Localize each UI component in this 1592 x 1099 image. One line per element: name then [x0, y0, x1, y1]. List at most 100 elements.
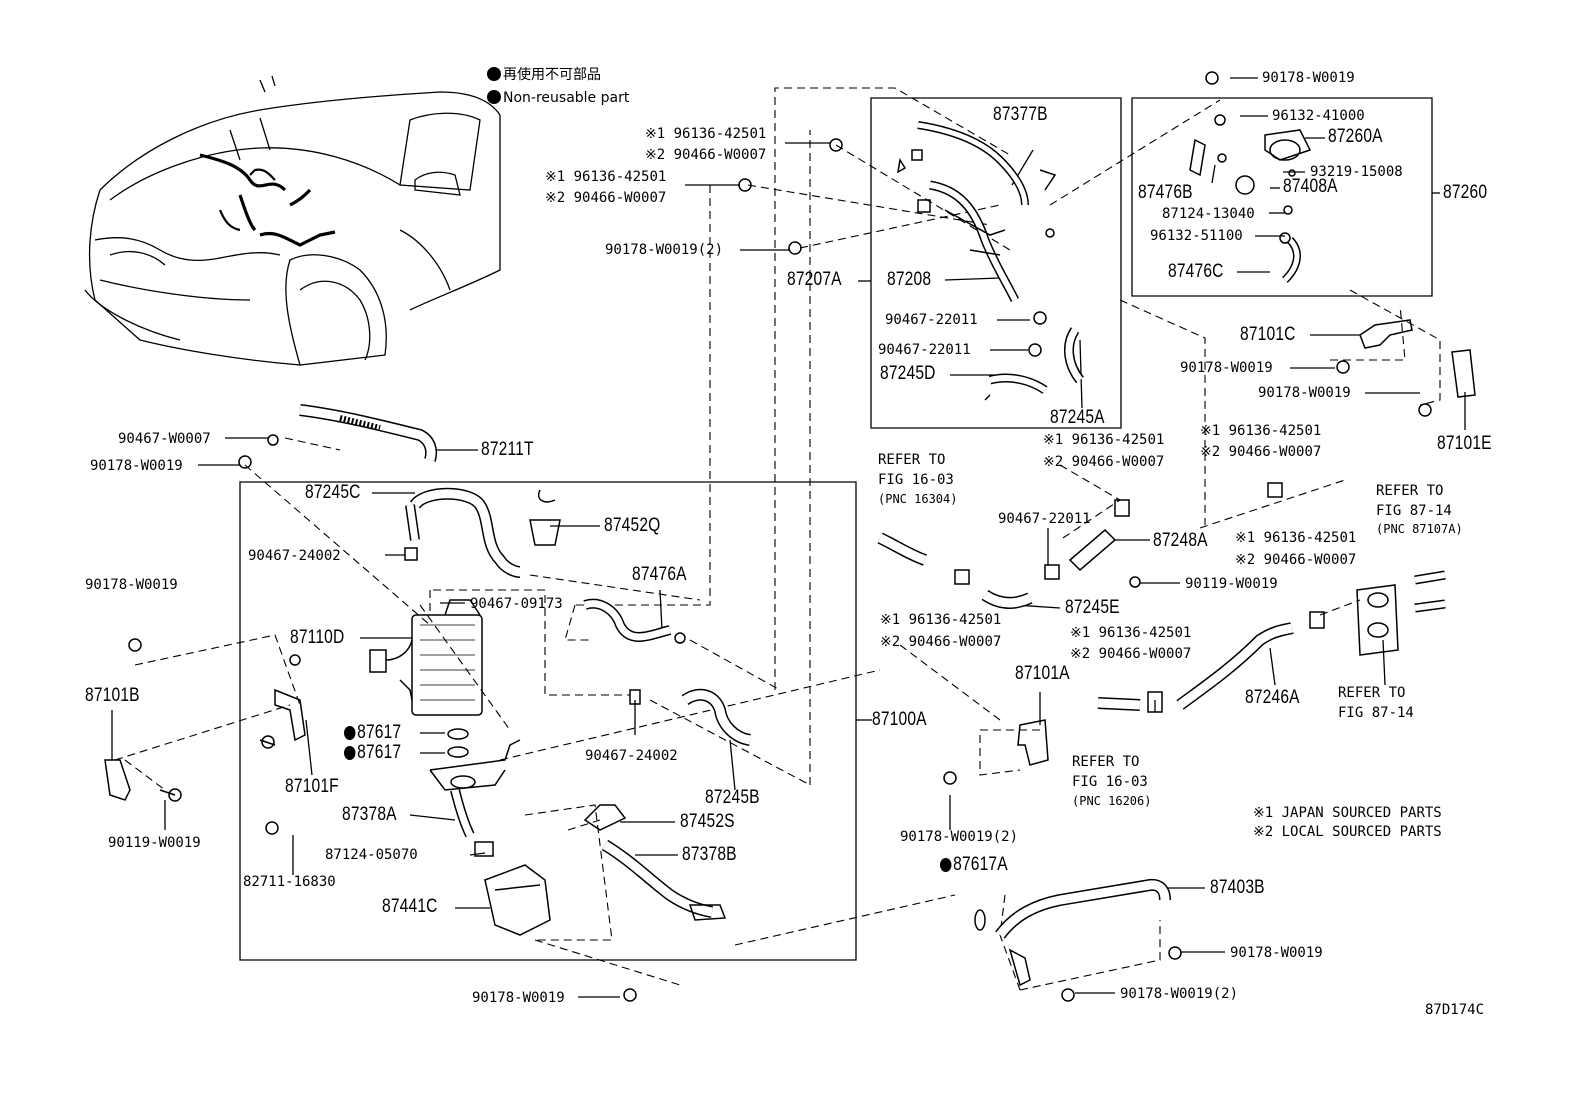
- refer-label[interactable]: FIG 16-03: [1072, 774, 1148, 790]
- part-label[interactable]: ※1 96136-42501: [645, 126, 767, 142]
- legend-en: Non-reusable part: [487, 90, 629, 105]
- part-label[interactable]: 90467-09173: [470, 596, 563, 612]
- part-label[interactable]: 87101C: [1240, 324, 1296, 345]
- part-label[interactable]: 90467-22011: [998, 511, 1091, 527]
- part-label[interactable]: 87245D: [880, 363, 936, 384]
- part-label[interactable]: 90178-W0019: [1262, 70, 1355, 86]
- note-local: ※2 LOCAL SOURCED PARTS: [1253, 824, 1442, 840]
- part-label[interactable]: 87246A: [1245, 687, 1300, 708]
- part-label[interactable]: 90467-24002: [248, 548, 341, 564]
- part-label[interactable]: ※2 90466-W0007: [1235, 552, 1357, 568]
- vehicle-illustration: [85, 76, 500, 365]
- part-label[interactable]: 90178-W0019: [90, 458, 183, 474]
- box-87260: [1132, 98, 1432, 296]
- part-label[interactable]: 90178-W0019: [1180, 360, 1273, 376]
- non-reusable-dot-icon: [487, 67, 501, 81]
- part-label[interactable]: 87101E: [1437, 433, 1492, 454]
- part-label[interactable]: 87101B: [85, 685, 140, 706]
- parts: [105, 72, 1475, 1001]
- part-label[interactable]: 87110D: [290, 627, 345, 648]
- non-reusable-dot-icon: [940, 858, 952, 872]
- part-label[interactable]: 87101A: [1015, 663, 1070, 684]
- part-label[interactable]: 87476A: [632, 564, 687, 585]
- refer-label[interactable]: REFER TO: [1338, 685, 1406, 701]
- part-label[interactable]: 87101F: [285, 776, 339, 797]
- part-label[interactable]: 87378A: [342, 804, 397, 825]
- legend-jp: 再使用不可部品: [487, 67, 601, 82]
- part-label[interactable]: 90178-W0019(2): [1120, 986, 1239, 1002]
- part-label[interactable]: 96132-51100: [1150, 228, 1243, 244]
- part-label-non-reusable[interactable]: 87617A: [940, 855, 1008, 874]
- part-label[interactable]: 87476C: [1168, 261, 1224, 282]
- part-label[interactable]: 90467-22011: [885, 312, 978, 328]
- part-label[interactable]: 87408A: [1283, 176, 1338, 197]
- figure-id: 87D174C: [1425, 1002, 1485, 1018]
- part-label[interactable]: 90119-W0019: [1185, 576, 1278, 592]
- refer-label[interactable]: REFER TO: [878, 452, 946, 468]
- part-label[interactable]: 82711-16830: [243, 874, 336, 890]
- part-label[interactable]: ※2 90466-W0007: [645, 147, 767, 163]
- part-label[interactable]: 87260A: [1328, 126, 1383, 147]
- part-label[interactable]: 87403B: [1210, 877, 1265, 898]
- part-label-non-reusable[interactable]: 87617: [344, 723, 401, 742]
- refer-label[interactable]: REFER TO: [1376, 483, 1444, 499]
- part-label[interactable]: ※2 90466-W0007: [1043, 454, 1165, 470]
- refer-label[interactable]: REFER TO: [1072, 754, 1140, 770]
- part-label[interactable]: ※1 96136-42501: [545, 169, 667, 185]
- part-label[interactable]: 87377B: [993, 104, 1048, 125]
- part-label[interactable]: 90119-W0019: [108, 835, 201, 851]
- part-label[interactable]: 90467-22011: [878, 342, 971, 358]
- refer-label[interactable]: (PNC 16304): [878, 492, 958, 506]
- refer-label[interactable]: FIG 87-14: [1338, 705, 1414, 721]
- non-reusable-dot-icon: [344, 746, 356, 760]
- part-label[interactable]: 87441C: [382, 896, 438, 917]
- part-label[interactable]: 87476B: [1138, 182, 1193, 203]
- part-label[interactable]: 96132-41000: [1272, 108, 1365, 124]
- part-label[interactable]: 90467-W0007: [118, 431, 211, 447]
- part-label[interactable]: ※1 96136-42501: [1235, 530, 1357, 546]
- refer-label[interactable]: (PNC 87107A): [1376, 522, 1463, 536]
- leader-lines: [112, 78, 1465, 997]
- part-label[interactable]: 87248A: [1153, 530, 1208, 551]
- part-label[interactable]: 90178-W0019(2): [900, 829, 1019, 845]
- part-label[interactable]: 90178-W0019(2): [605, 242, 724, 258]
- part-label[interactable]: ※2 90466-W0007: [545, 190, 667, 206]
- part-label[interactable]: 87124-05070: [325, 847, 418, 863]
- part-label[interactable]: 87452Q: [604, 515, 661, 536]
- part-label[interactable]: 90178-W0019: [1258, 385, 1351, 401]
- part-label[interactable]: 87245E: [1065, 597, 1120, 618]
- part-label[interactable]: ※2 90466-W0007: [1070, 646, 1192, 662]
- part-label[interactable]: 87245A: [1050, 407, 1105, 428]
- part-label[interactable]: ※1 96136-42501: [1200, 423, 1322, 439]
- note-japan: ※1 JAPAN SOURCED PARTS: [1253, 805, 1442, 821]
- part-label[interactable]: 87245C: [305, 482, 361, 503]
- box-87207A: [871, 98, 1121, 428]
- non-reusable-dot-icon: [487, 90, 501, 104]
- part-label[interactable]: ※1 96136-42501: [880, 612, 1002, 628]
- part-label[interactable]: 87452S: [680, 811, 735, 832]
- refer-label[interactable]: FIG 16-03: [878, 472, 954, 488]
- part-label[interactable]: 87260: [1443, 182, 1488, 203]
- part-label[interactable]: ※1 96136-42501: [1043, 432, 1165, 448]
- part-label[interactable]: 90467-24002: [585, 748, 678, 764]
- part-label[interactable]: 90178-W0019: [85, 577, 178, 593]
- part-label[interactable]: 87378B: [682, 844, 737, 865]
- non-reusable-dot-icon: [344, 726, 356, 740]
- part-label[interactable]: ※2 90466-W0007: [880, 634, 1002, 650]
- part-label[interactable]: 87124-13040: [1162, 206, 1255, 222]
- dashed-connections: [115, 88, 1440, 990]
- part-label[interactable]: 87211T: [481, 439, 534, 460]
- part-label[interactable]: 87100A: [872, 709, 927, 730]
- part-label[interactable]: 87208: [887, 269, 932, 290]
- part-label[interactable]: ※1 96136-42501: [1070, 625, 1192, 641]
- part-label[interactable]: 93219-15008: [1310, 164, 1403, 180]
- part-label[interactable]: 87207A: [787, 269, 842, 290]
- part-label[interactable]: 90178-W0019: [472, 990, 565, 1006]
- refer-label[interactable]: (PNC 16206): [1072, 794, 1152, 808]
- refer-label[interactable]: FIG 87-14: [1376, 503, 1452, 519]
- part-label[interactable]: ※2 90466-W0007: [1200, 444, 1322, 460]
- part-label[interactable]: 87245B: [705, 787, 760, 808]
- part-label[interactable]: 90178-W0019: [1230, 945, 1323, 961]
- part-label-non-reusable[interactable]: 87617: [344, 743, 401, 762]
